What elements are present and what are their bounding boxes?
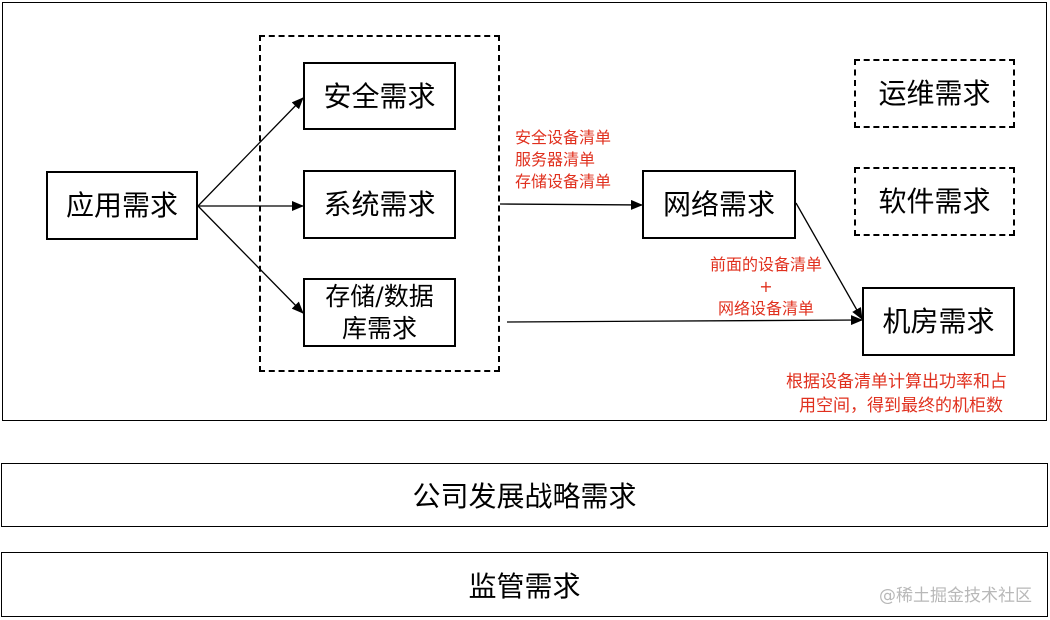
dependency-group: [259, 35, 500, 372]
node-network-requirement: 网络需求: [642, 170, 796, 239]
note-line: 网络设备清单: [717, 299, 814, 318]
node-network-label: 网络需求: [662, 188, 775, 221]
note-line: 根据设备清单计算出功率和占: [786, 372, 1007, 392]
regulatory-requirement-bar: 监管需求: [1, 552, 1048, 617]
arrow-app-to-security: [197, 97, 304, 207]
note-line: 存储设备清单: [515, 172, 612, 191]
strategy-requirement-bar: 公司发展战略需求: [1, 463, 1048, 527]
node-app-label: 应用需求: [65, 189, 178, 222]
node-datacenter-requirement: 机房需求: [862, 287, 1015, 356]
node-ops-label: 运维需求: [878, 77, 991, 110]
note-line: 用空间，得到最终的机柜数: [799, 396, 1003, 416]
note-line: 安全设备清单: [515, 128, 612, 147]
arrow-network-to-datacenter: [795, 202, 863, 320]
node-app-requirement: 应用需求: [46, 171, 198, 240]
strategy-requirement-label: 公司发展战略需求: [412, 480, 637, 513]
arrow-group-to-datacenter: [506, 315, 863, 326]
node-security-label: 安全需求: [323, 79, 436, 113]
regulatory-requirement-label: 监管需求: [468, 569, 581, 603]
node-system-label: 系统需求: [323, 188, 436, 221]
note-device-lists: 安全设备清单 服务器清单 存储设备清单: [515, 127, 611, 193]
node-storage-label-line2: 库需求: [341, 313, 417, 343]
note-datacenter-inputs: 前面的设备清单 + 网络设备清单: [696, 254, 836, 320]
watermark: @稀土掘金技术社区: [879, 586, 1032, 606]
node-ops-requirement: 运维需求: [854, 59, 1015, 128]
note-rack-calculation: 根据设备清单计算出功率和占 用空间，得到最终的机柜数: [786, 370, 1007, 418]
node-storage-requirement: 存储/数据 库需求: [303, 278, 456, 347]
note-line: +: [759, 277, 773, 296]
node-system-requirement: 系统需求: [303, 170, 456, 239]
node-datacenter-label: 机房需求: [882, 305, 995, 338]
node-software-requirement: 软件需求: [854, 167, 1015, 236]
note-line: 前面的设备清单: [709, 255, 822, 274]
note-line: 服务器清单: [515, 150, 596, 169]
node-storage-label-line1: 存储/数据: [325, 282, 434, 312]
node-software-label: 软件需求: [878, 185, 991, 218]
requirements-frame: [2, 2, 1047, 421]
arrow-app-to-storage: [197, 205, 304, 314]
arrow-group-to-network: [499, 199, 643, 210]
node-security-requirement: 安全需求: [303, 62, 456, 130]
